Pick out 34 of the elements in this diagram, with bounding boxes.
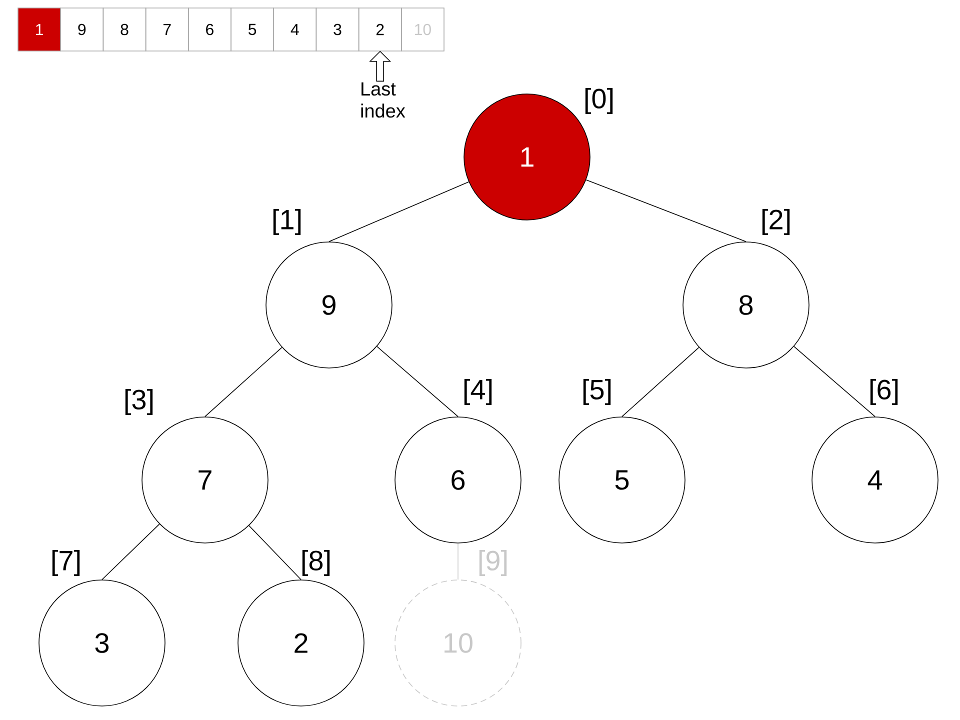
tree-edge [102,524,160,580]
index-label: [5] [583,378,611,406]
pointer-label: Last index [361,82,406,118]
heap-node: 6 [394,416,522,544]
array-cell: 3 [316,8,360,52]
tree-edge [204,347,282,417]
array-cell: 4 [273,8,317,52]
heap-node: 4 [812,416,938,544]
heap-node: 5 [558,416,686,544]
index-label: [6] [870,378,898,406]
array-cell: 8 [102,8,146,52]
tree-edge [586,179,746,242]
array-cell: 5 [230,8,274,52]
heap-node: 7 [142,416,268,544]
array-cell: 1 [18,8,61,52]
heap-node: 3 [38,580,166,706]
array-cell: 2 [358,8,402,52]
array-cell: 6 [188,8,232,52]
heap-node: 9 [266,242,392,368]
index-label: [8] [302,550,330,576]
tree-edge [794,346,876,417]
index-label: [2] [762,208,790,236]
array-cell: 7 [145,8,189,52]
heap-node: 2 [238,580,364,706]
heap-node: 8 [682,242,810,368]
tree-edge [248,525,302,580]
tree-edge [328,182,470,242]
array-cell: 9 [60,8,104,52]
index-label: [3] [125,388,153,416]
tree-edge [376,346,458,417]
index-label: [4] [464,378,492,406]
tree-edge [622,347,700,417]
index-label: [7] [52,550,80,576]
index-label: [1] [273,208,301,236]
